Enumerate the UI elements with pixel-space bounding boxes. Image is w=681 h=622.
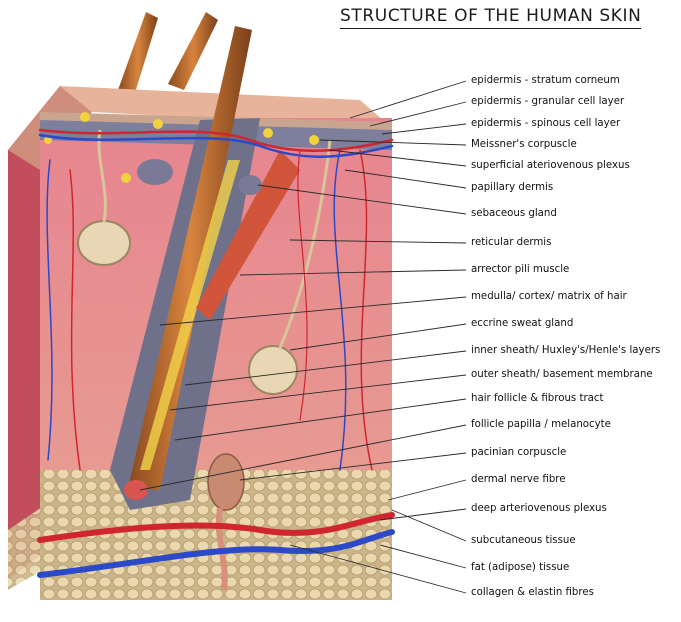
label-subcutaneous-tissue: subcutaneous tissue bbox=[471, 535, 576, 547]
pacinian-corpuscle bbox=[208, 454, 244, 510]
label-eccrine-sweat-gland: eccrine sweat gland bbox=[471, 318, 573, 330]
label-superficial-plexus: superficial ateriovenous plexus bbox=[471, 160, 630, 172]
label-granular-cell-layer: epidermis - granular cell layer bbox=[471, 96, 624, 108]
label-dermal-nerve-fibre: dermal nerve fibre bbox=[471, 474, 566, 486]
follicle-bulb bbox=[124, 480, 148, 500]
hair-shafts bbox=[118, 12, 218, 96]
label-hair-follicle: hair follicle & fibrous tract bbox=[471, 393, 604, 405]
label-hair-medulla: medulla/ cortex/ matrix of hair bbox=[471, 291, 627, 303]
sebaceous-gland bbox=[137, 159, 173, 185]
label-deep-plexus: deep arteriovenous plexus bbox=[471, 503, 607, 515]
label-reticular-dermis: reticular dermis bbox=[471, 237, 551, 249]
label-inner-sheath: inner sheath/ Huxley's/Henle's layers bbox=[471, 345, 660, 357]
label-pacinian-corpuscle: pacinian corpuscle bbox=[471, 447, 566, 459]
label-papillary-dermis: papillary dermis bbox=[471, 182, 553, 194]
label-outer-sheath: outer sheath/ basement membrane bbox=[471, 369, 653, 381]
label-fat-tissue: fat (adipose) tissue bbox=[471, 562, 569, 574]
label-sebaceous-gland: sebaceous gland bbox=[471, 208, 557, 220]
label-stratum-corneum: epidermis - stratum corneum bbox=[471, 75, 620, 87]
label-spinous-cell-layer: epidermis - spinous cell layer bbox=[471, 118, 620, 130]
label-meissners-corpuscle: Meissner's corpuscle bbox=[471, 139, 577, 151]
label-collagen-elastin: collagen & elastin fibres bbox=[471, 587, 594, 599]
label-arrector-pili: arrector pili muscle bbox=[471, 264, 569, 276]
label-follicle-papilla: follicle papilla / melanocyte bbox=[471, 419, 611, 431]
